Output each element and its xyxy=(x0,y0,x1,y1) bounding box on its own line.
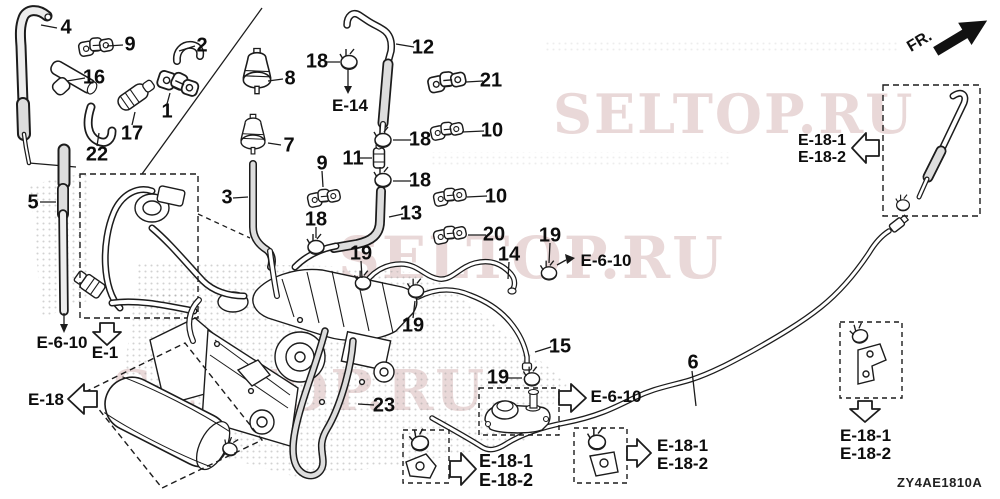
clamp-20 xyxy=(431,221,468,246)
purge-valve-assembly xyxy=(73,173,248,319)
ref-e18-group-bottom-center: E-18-1 E-18-2 xyxy=(479,451,534,491)
watermark-top-right: SELTOP.RU xyxy=(553,82,915,146)
clamp-21 xyxy=(425,66,468,95)
ref-e182: E-18-2 xyxy=(657,454,709,474)
callout-2: 2 xyxy=(196,34,208,57)
arrow-mid-right xyxy=(626,438,652,468)
detail-box-bottom-right xyxy=(839,321,903,399)
callout-12: 12 xyxy=(411,36,435,59)
clamp-9 xyxy=(305,184,342,209)
arrow-to-e18 xyxy=(67,383,98,415)
callout-19: 19 xyxy=(538,224,562,247)
ref-e182: E-18-2 xyxy=(840,444,892,464)
arrow-bottom-right-down xyxy=(849,400,881,423)
ref-e182: E-18-2 xyxy=(479,470,534,491)
callout-10: 10 xyxy=(480,119,504,142)
callout-4: 4 xyxy=(60,16,72,39)
diagram-code: ZY4AE1810A xyxy=(897,475,983,490)
grommet-assembly xyxy=(478,387,560,436)
ref-e181: E-18-1 xyxy=(798,132,847,149)
callout-15: 15 xyxy=(548,335,572,358)
clamp-18 xyxy=(339,48,358,71)
callout-9: 9 xyxy=(124,33,136,56)
callout-10: 10 xyxy=(484,185,508,208)
callout-17: 17 xyxy=(120,122,144,145)
bracket-detail-boxes xyxy=(402,321,903,484)
canister-dashed-outline xyxy=(83,342,264,489)
callout-18: 18 xyxy=(408,169,432,192)
callout-8: 8 xyxy=(284,67,296,90)
pipe-dashed-outline xyxy=(882,84,981,217)
callout-14: 14 xyxy=(497,243,521,266)
ref-e181: E-18-1 xyxy=(479,451,534,471)
callout-18: 18 xyxy=(408,128,432,151)
clamp-1 xyxy=(155,65,202,100)
group-leader-arrowheads xyxy=(60,86,575,333)
callout-9: 9 xyxy=(316,152,328,175)
callout-6: 6 xyxy=(687,351,699,374)
ref-e610-right: E-6-10 xyxy=(590,387,642,406)
arrow-to-e18-top-right xyxy=(851,132,880,164)
callout-21: 21 xyxy=(479,69,503,92)
ref-e610-mid: E-6-10 xyxy=(580,251,632,270)
valve-8 xyxy=(242,47,272,95)
ref-e18-group-bottom-right: E-18-1 E-18-2 xyxy=(840,426,892,464)
callout-19: 19 xyxy=(349,242,373,265)
ref-e1: E-1 xyxy=(91,343,119,362)
canister xyxy=(83,342,264,489)
ref-e18-group-top-right: E-18-1 E-18-2 xyxy=(798,132,846,167)
ref-e182: E-18-2 xyxy=(798,149,847,167)
ref-e181: E-18-1 xyxy=(657,436,709,455)
group-hoses xyxy=(14,5,533,480)
valve-17 xyxy=(117,79,155,111)
ref-e18: E-18 xyxy=(28,390,64,409)
detail-box-bottom-center xyxy=(402,427,450,484)
hose-6-fitting xyxy=(888,214,910,233)
callout-19: 19 xyxy=(486,366,510,389)
callout-3: 3 xyxy=(221,186,233,209)
grommet-dashed-outline xyxy=(478,387,560,436)
callout-13: 13 xyxy=(399,202,423,225)
valve-7 xyxy=(240,113,266,155)
callout-16: 16 xyxy=(82,66,106,89)
clamp-19 xyxy=(539,259,558,281)
callout-7: 7 xyxy=(283,134,295,157)
group-small-parts xyxy=(50,47,386,169)
detail-box-mid-right xyxy=(573,427,628,484)
ref-e14: E-14 xyxy=(332,96,368,115)
group-callout-leaders xyxy=(40,24,697,407)
callout-20: 20 xyxy=(482,223,506,246)
ref-e610-left: E-6-10 xyxy=(36,333,88,352)
clamp-10 xyxy=(428,117,465,142)
callout-1: 1 xyxy=(161,100,173,123)
callout-23: 23 xyxy=(372,394,396,417)
callout-18: 18 xyxy=(304,208,328,231)
arrow-to-e610-right xyxy=(558,383,587,413)
clamp-10 xyxy=(431,183,468,208)
arrow-bottom-center xyxy=(449,452,477,486)
arrow-to-e1 xyxy=(92,322,122,346)
callout-19: 19 xyxy=(401,314,425,337)
callout-11: 11 xyxy=(342,147,364,170)
callout-5: 5 xyxy=(27,191,39,214)
clamp-18 xyxy=(373,166,392,189)
callout-22: 22 xyxy=(85,143,109,166)
ref-e181: E-18-1 xyxy=(840,426,892,445)
purge-valve-dashed-outline xyxy=(79,173,199,319)
callout-18: 18 xyxy=(305,50,329,73)
fr-direction-arrow xyxy=(933,20,988,56)
ref-e18-group-mid-right: E-18-1 E-18-2 xyxy=(657,436,709,474)
group-reference-arrows xyxy=(67,132,881,486)
filler-pipe-detail xyxy=(882,84,981,217)
